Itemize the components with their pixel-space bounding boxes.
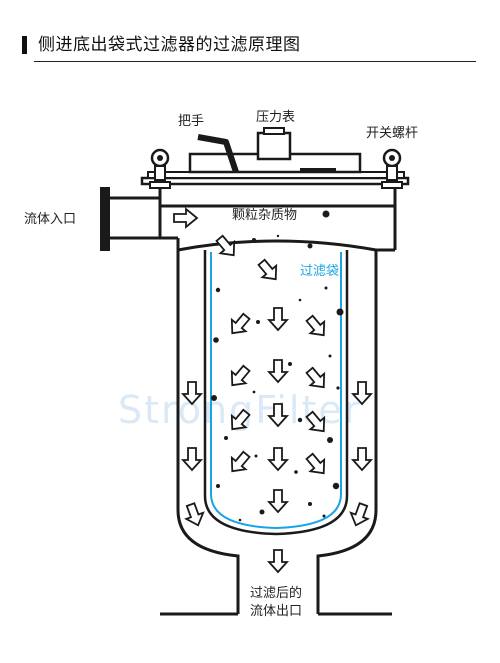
outlet-label-line2: 流体出口 (250, 604, 303, 619)
title-underline (34, 61, 476, 62)
vessel-body (158, 206, 397, 616)
swing-bolt-left (149, 148, 171, 189)
outlet-label-line1: 过滤后的 (250, 586, 303, 601)
pressure-gauge (256, 127, 292, 161)
inlet-label: 流体入口 (24, 212, 77, 227)
handle-label: 把手 (178, 114, 205, 129)
filter-lid (140, 152, 410, 208)
page-title: 侧进底出袋式过滤器的过滤原理图 (38, 35, 301, 55)
handle (197, 134, 239, 173)
filter-bag (203, 250, 349, 536)
swing-bolt-right (381, 148, 403, 189)
title-marker (22, 36, 27, 54)
particles (211, 210, 344, 522)
title-block: 侧进底出袋式过滤器的过滤原理图 (22, 34, 478, 62)
particles-label: 颗粒杂质物 (232, 208, 298, 223)
inlet-pipe (100, 187, 178, 251)
pressure-gauge-label: 压力表 (256, 110, 296, 125)
flow-arrows (173, 208, 373, 573)
swing-bolt-label: 开关螺杆 (366, 126, 419, 141)
filter-bag-label: 过滤袋 (300, 264, 340, 279)
